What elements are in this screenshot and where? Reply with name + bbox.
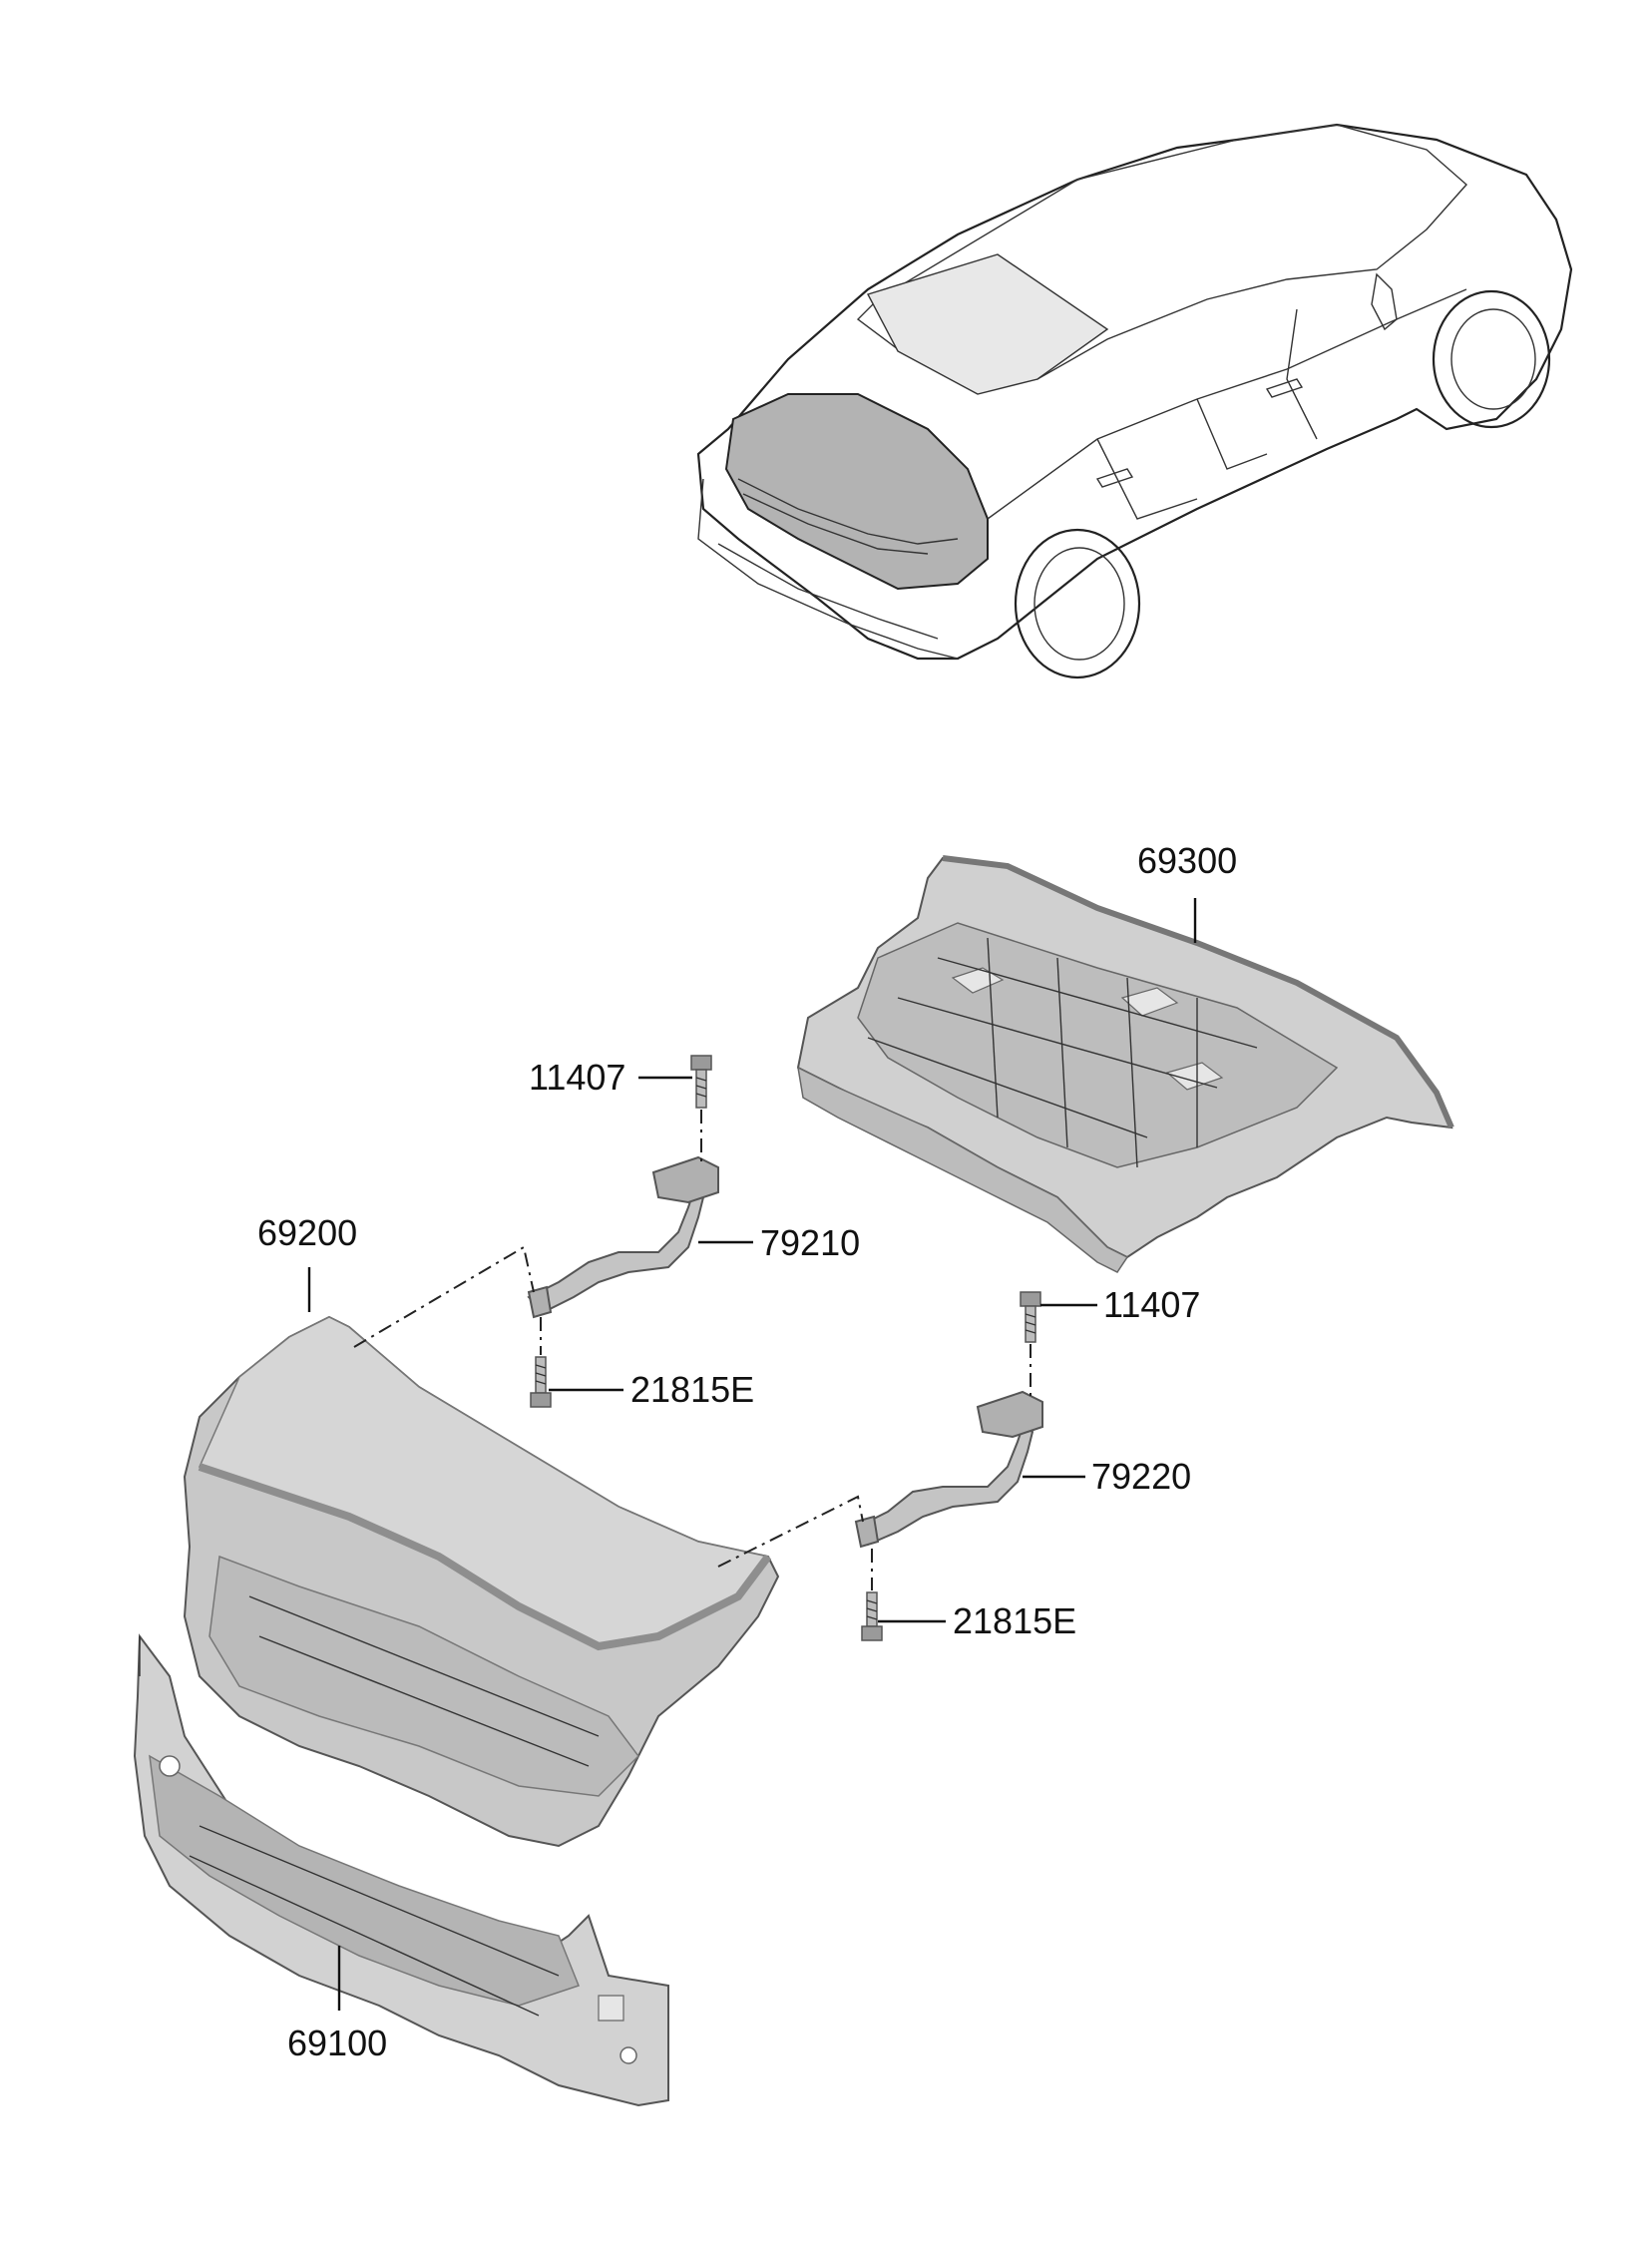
label-21815E-right: 21815E [953,1600,1076,1641]
label-69100: 69100 [287,2023,387,2063]
back-panel-part [133,1633,669,2107]
car-overview-illustration [696,123,1573,679]
label-11407-right: 11407 [1103,1284,1200,1325]
assembly-dashed-lines [353,1110,1032,1590]
label-11407-left: 11407 [529,1057,625,1098]
hinge-mount-bolt-left-part [530,1356,552,1408]
part-labels: 69300 11407 79210 21815E 69200 11407 792… [257,840,1237,2063]
leader-lines [307,898,1197,2011]
label-21815E-left: 21815E [630,1369,754,1410]
trunk-lid-part [183,1315,780,1848]
label-79220: 79220 [1091,1456,1191,1497]
label-69200: 69200 [257,1212,357,1253]
rear-package-tray-part [796,855,1454,1273]
label-69300: 69300 [1137,840,1237,881]
hinge-bolt-left-part [690,1055,712,1109]
car-trunk-lid-highlight [724,393,989,591]
hinge-left-part [527,1155,719,1319]
hinge-bolt-right-part [1020,1291,1041,1343]
hinge-mount-bolt-right-part [861,1591,883,1641]
hinge-right-part [854,1390,1043,1549]
label-79210: 79210 [760,1222,860,1263]
